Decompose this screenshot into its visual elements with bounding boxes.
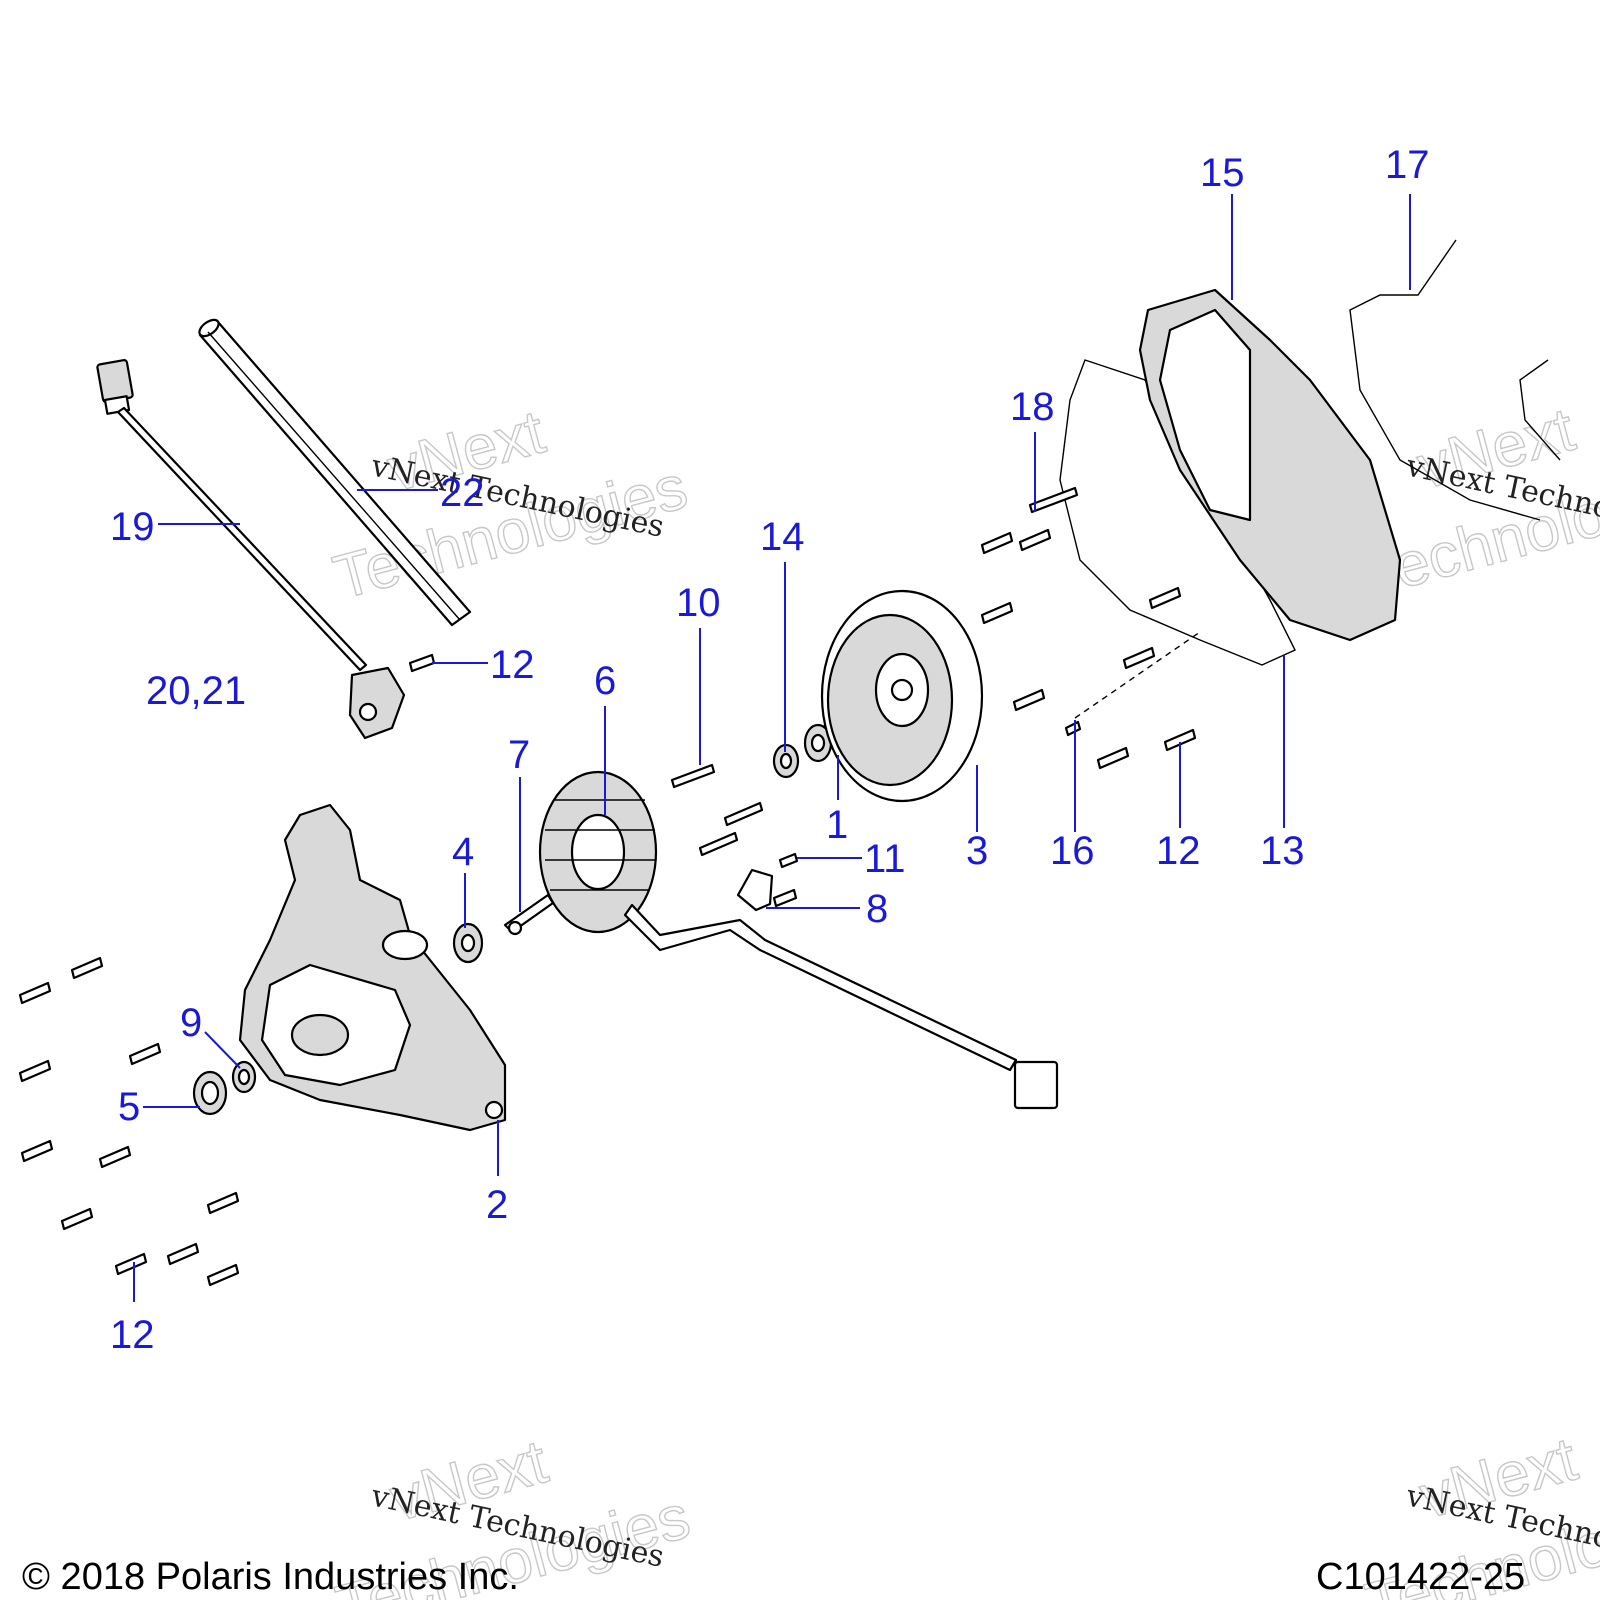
bolt (1018, 528, 1052, 552)
bolt (18, 1059, 52, 1083)
callout-8: 8 (866, 887, 888, 931)
callout-12-right: 12 (1156, 829, 1201, 873)
callout-18: 18 (1010, 385, 1055, 429)
part-6-stator (538, 770, 1059, 1110)
bolt (1163, 728, 1197, 752)
bolt (778, 852, 799, 869)
diagram-id: C101422-25 (1316, 1556, 1526, 1598)
callout-15: 15 (1200, 151, 1245, 195)
bolt (166, 1242, 200, 1266)
bolt (60, 1207, 94, 1231)
part-19-sensor-lead (96, 359, 406, 740)
bolt (1122, 646, 1156, 670)
alignment-line (1074, 631, 1201, 719)
part-5-seal (192, 1070, 228, 1116)
part-22-tube (198, 318, 472, 627)
callout-4: 4 (452, 830, 474, 874)
callout-9: 9 (180, 1001, 202, 1045)
callout-7: 7 (508, 733, 530, 777)
bolt (1148, 586, 1182, 610)
callout-12-top: 12 (490, 643, 535, 687)
part-8-clamp (736, 868, 774, 912)
copyright-notice: © 2018 Polaris Industries Inc. (22, 1556, 519, 1598)
leader-lines (133, 194, 1411, 1302)
part-17-harness (1349, 239, 1561, 521)
part-9-washer (231, 1060, 257, 1094)
bolt-group (18, 528, 1197, 1287)
bolt (70, 956, 104, 980)
bolt (18, 981, 52, 1005)
callout-labels: 15 17 18 14 10 6 7 4 1 11 8 3 16 12 13 1… (110, 143, 1430, 1357)
part-7-pin (503, 893, 555, 936)
bolt (206, 1263, 240, 1287)
bolt (1096, 746, 1130, 770)
part-4-bearing (452, 922, 484, 964)
bolt (408, 653, 436, 673)
part-3-flywheel (820, 589, 984, 803)
callout-2: 2 (486, 1183, 508, 1227)
callout-5: 5 (118, 1085, 140, 1129)
callout-17: 17 (1385, 143, 1430, 187)
part-2-stator-cover (238, 803, 507, 1132)
bolt (980, 531, 1014, 555)
callout-20-21: 20,21 (146, 669, 246, 713)
callout-19: 19 (110, 505, 155, 549)
bolt (1064, 720, 1082, 737)
part-18-bolt (1028, 486, 1079, 514)
bolt (114, 1252, 148, 1276)
bolt (206, 1191, 240, 1215)
callout-22: 22 (440, 471, 485, 515)
part-10-long-bolts (670, 763, 764, 857)
bolt (980, 601, 1014, 625)
callout-11: 11 (864, 837, 906, 881)
bolt (772, 888, 798, 908)
bolt (20, 1139, 54, 1163)
callout-6: 6 (594, 659, 616, 703)
callout-1: 1 (826, 803, 848, 847)
callout-3: 3 (966, 829, 988, 873)
callout-16: 16 (1050, 829, 1095, 873)
callout-10: 10 (676, 581, 721, 625)
bolt (98, 1145, 132, 1169)
bolt (1012, 688, 1046, 712)
part-15-outer-cover (1138, 288, 1402, 642)
callout-12-bottom: 12 (110, 1313, 155, 1357)
bolt (128, 1042, 162, 1066)
callout-13: 13 (1260, 829, 1305, 873)
callout-14: 14 (760, 515, 805, 559)
